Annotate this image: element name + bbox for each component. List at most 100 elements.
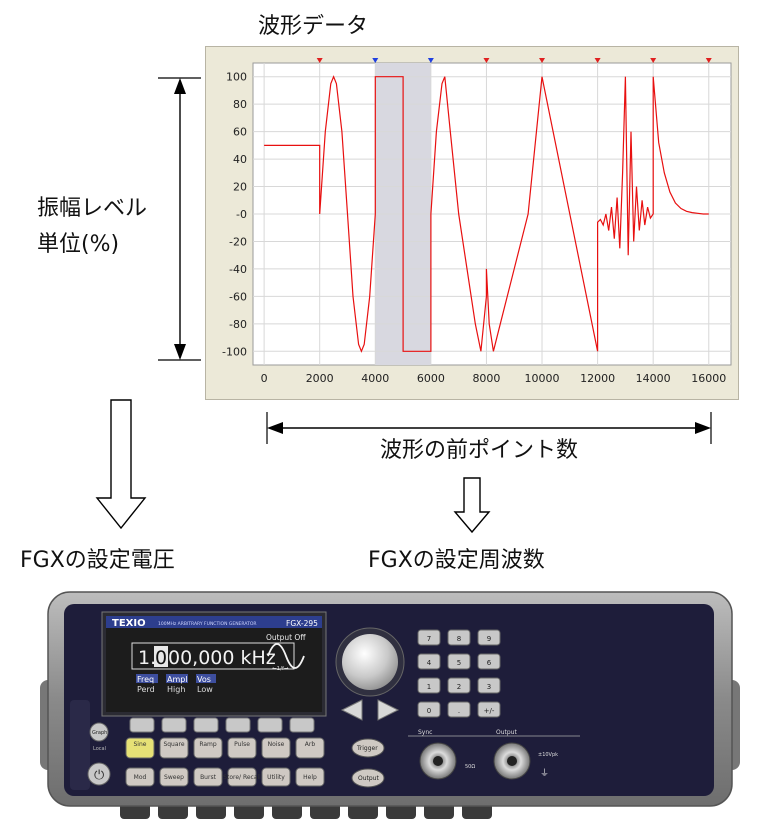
- softkey-label-perd: Perd: [137, 685, 155, 694]
- numpad-key[interactable]: [447, 701, 471, 718]
- mode-key[interactable]: [261, 767, 291, 787]
- numpad-key-label: 1: [427, 683, 431, 691]
- numpad-key[interactable]: [477, 629, 501, 646]
- x-tick-label: 10000: [525, 372, 560, 385]
- device-subtitle: 100MHz ARBITRARY FUNCTION GENERATOR: [158, 621, 257, 627]
- numpad-key[interactable]: [477, 701, 501, 718]
- softkey-label-freq: Freq: [137, 675, 154, 684]
- numpad-key-label: 9: [487, 635, 491, 643]
- numpad-key-label: 8: [457, 635, 461, 643]
- numpad-key[interactable]: [417, 653, 441, 670]
- softkey-button[interactable]: [193, 717, 219, 733]
- graph-button[interactable]: [89, 722, 109, 742]
- x-tick-label: 12000: [580, 372, 615, 385]
- mode-key[interactable]: [193, 767, 223, 787]
- y-tick-label: 20: [233, 181, 247, 194]
- y-tick-label: 100: [226, 71, 247, 84]
- point-marker: [594, 58, 601, 63]
- function-key-label: Square: [163, 741, 184, 748]
- ground-icon: ⏚: [540, 768, 549, 779]
- frequency-down-arrow: [453, 477, 491, 534]
- x-tick-label: 6000: [417, 372, 445, 385]
- mode-key-label: Store/ Recall: [223, 774, 261, 781]
- mode-key-label: Mod: [134, 774, 147, 781]
- numpad-key-label: 3: [487, 683, 491, 691]
- point-marker: [427, 58, 434, 63]
- left-arrow-button[interactable]: [340, 699, 363, 721]
- numpad-key-label: 6: [487, 659, 492, 667]
- softkey-label-high: High: [167, 685, 185, 694]
- point-marker: [650, 58, 657, 63]
- x-tick-label: 14000: [636, 372, 671, 385]
- numpad-key-label: +/-: [484, 707, 495, 715]
- numpad-key[interactable]: [447, 629, 471, 646]
- numpad-key[interactable]: [417, 677, 441, 694]
- numpad-key-label: 5: [457, 659, 461, 667]
- amplitude-unit-label: 単位(%): [37, 232, 120, 257]
- function-key-arb[interactable]: [295, 737, 325, 759]
- softkey-label-ampl: Ampl: [167, 675, 188, 684]
- numpad-key-label: 0: [427, 707, 431, 715]
- mode-key-label: Help: [303, 774, 317, 781]
- function-key-label: Noise: [268, 741, 285, 748]
- function-key-square[interactable]: [159, 737, 189, 759]
- trigger-button[interactable]: [351, 738, 385, 758]
- output-status: Output Off: [266, 633, 306, 642]
- x-tick-label: 8000: [472, 372, 500, 385]
- mode-key[interactable]: [125, 767, 155, 787]
- function-generator: TEXIO 100MHz ARBITRARY FUNCTION GENERATO…: [40, 591, 740, 819]
- softkey-button[interactable]: [129, 717, 155, 733]
- function-key-label: Pulse: [234, 741, 250, 748]
- softkey-label-low: Low: [197, 685, 213, 694]
- x-tick-label: 4000: [361, 372, 389, 385]
- voltage-setting-label: FGXの設定電圧: [20, 548, 175, 573]
- frequency-value-prefix: 1.: [138, 647, 156, 669]
- sync-label: Sync: [418, 729, 432, 736]
- numpad-key[interactable]: [447, 653, 471, 670]
- x-tick-label: 0: [261, 372, 268, 385]
- numpad-key-label: 7: [427, 635, 431, 643]
- mode-key-label: Sweep: [164, 774, 184, 781]
- numpad-key-label: .: [458, 707, 460, 715]
- mode-key[interactable]: [227, 767, 257, 787]
- function-key-ramp[interactable]: [193, 737, 223, 759]
- softkey-button[interactable]: [289, 717, 315, 733]
- mode-key[interactable]: [295, 767, 325, 787]
- point-count-label: 波形の前ポイント数: [380, 438, 579, 463]
- y-tick-label: -100: [222, 345, 247, 358]
- y-tick-label: 80: [233, 98, 247, 111]
- function-key-sine[interactable]: [125, 737, 155, 759]
- impedance-label: 50Ω: [465, 764, 475, 770]
- x-tick-label: 16000: [691, 372, 726, 385]
- sine-wave-icon: ←1/f→: [267, 643, 305, 672]
- numpad-key[interactable]: [417, 629, 441, 646]
- y-tick-label: -0: [236, 208, 247, 221]
- softkey-button[interactable]: [225, 717, 251, 733]
- voltage-limit-label: ±10Vpk: [538, 752, 558, 758]
- softkey-row[interactable]: [129, 717, 315, 733]
- numpad-key[interactable]: [477, 677, 501, 694]
- point-count-arrow: [266, 412, 712, 444]
- power-icon: ⏻: [94, 768, 104, 783]
- softkey-button[interactable]: [161, 717, 187, 733]
- numpad-key[interactable]: [477, 653, 501, 670]
- right-arrow-button[interactable]: [377, 699, 400, 721]
- numpad-key[interactable]: [447, 677, 471, 694]
- output-button[interactable]: [351, 768, 385, 788]
- mode-key[interactable]: [159, 767, 189, 787]
- function-key-noise[interactable]: [261, 737, 291, 759]
- y-tick-label: 40: [233, 153, 247, 166]
- brand-logo: TEXIO: [112, 618, 146, 629]
- rotary-knob[interactable]: [342, 634, 398, 690]
- function-key-pulse[interactable]: [227, 737, 257, 759]
- y-tick-label: -60: [229, 290, 247, 303]
- softkey-button[interactable]: [257, 717, 283, 733]
- point-marker: [705, 58, 712, 63]
- power-button[interactable]: [87, 762, 111, 786]
- softkey-label-vos: Vos: [197, 675, 211, 684]
- numpad-key-label: 4: [427, 659, 432, 667]
- numpad-key[interactable]: [417, 701, 441, 718]
- chart-title: 波形データ: [258, 14, 369, 39]
